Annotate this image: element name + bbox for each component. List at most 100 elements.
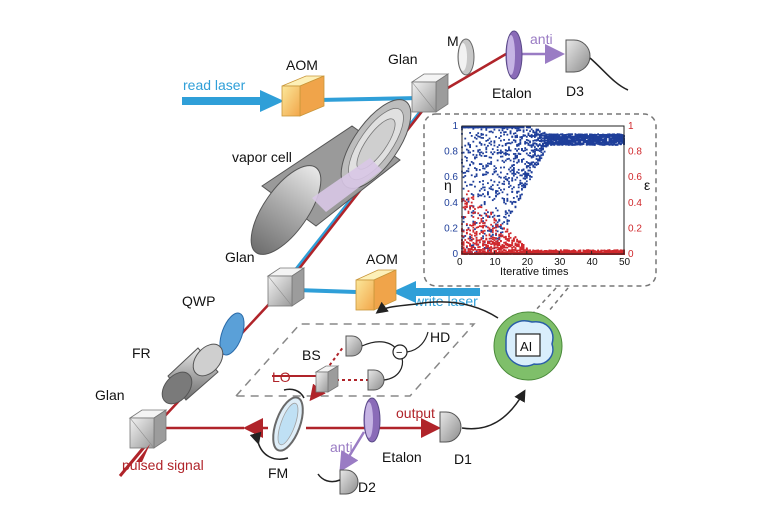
- eta-point: [579, 140, 582, 143]
- eta-point: [499, 189, 502, 191]
- eta-point: [519, 141, 522, 144]
- eta-point: [551, 140, 554, 142]
- eta-point: [475, 250, 478, 253]
- eta-point: [495, 190, 497, 193]
- eta-point: [504, 178, 507, 180]
- epsilon-point: [551, 250, 554, 253]
- eta-point: [535, 134, 538, 137]
- eta-point: [535, 161, 538, 164]
- eta-point: [522, 158, 525, 160]
- eta-point: [504, 153, 507, 155]
- eta-point: [512, 160, 515, 163]
- eta-point: [487, 211, 489, 214]
- eta-point: [610, 135, 612, 137]
- epsilon-point: [511, 251, 514, 254]
- eta-point: [542, 147, 544, 150]
- eta-point: [597, 140, 599, 142]
- eta-point: [482, 237, 484, 240]
- eta-point: [559, 133, 562, 136]
- glan-bottom: [128, 409, 168, 449]
- eta-point: [511, 127, 514, 130]
- eta-point: [501, 191, 504, 194]
- epsilon-point: [496, 251, 499, 254]
- eta-point: [611, 141, 614, 144]
- eta-point: [621, 135, 624, 138]
- eta-point: [534, 150, 536, 153]
- eta-point: [585, 143, 588, 146]
- eta-point: [558, 143, 561, 146]
- eta-point: [574, 134, 577, 137]
- eta-point: [508, 209, 510, 212]
- epsilon-point: [509, 245, 512, 248]
- epsilon-point: [478, 206, 481, 208]
- epsilon-point: [563, 249, 565, 252]
- epsilon-point: [490, 213, 493, 216]
- epsilon-point: [499, 245, 502, 248]
- inset-frame: [423, 113, 657, 313]
- eta-point: [498, 187, 501, 190]
- lo-label: LO: [272, 369, 291, 385]
- epsilon-point: [496, 225, 499, 228]
- eta-point: [540, 149, 543, 152]
- eta-point: [592, 142, 595, 145]
- epsilon-point: [559, 250, 562, 253]
- eta-point: [462, 171, 465, 174]
- eta-point: [499, 151, 502, 154]
- epsilon-point: [585, 249, 588, 252]
- eta-point: [568, 134, 570, 137]
- eta-point: [475, 168, 478, 170]
- eta-point: [509, 212, 512, 215]
- epsilon-point: [465, 229, 468, 232]
- epsilon-point: [508, 252, 510, 254]
- eta-point: [514, 156, 517, 159]
- epsilon-point: [508, 235, 510, 238]
- eta-point: [474, 136, 476, 139]
- eta-point: [512, 171, 515, 174]
- eta-point: [534, 139, 536, 142]
- epsilon-point: [467, 228, 470, 231]
- eta-point: [506, 193, 509, 196]
- epsilon-point: [495, 242, 497, 245]
- epsilon-point: [516, 252, 518, 254]
- eta-point: [535, 139, 538, 142]
- eta-point: [537, 133, 540, 136]
- eta-point: [478, 126, 481, 129]
- epsilon-point: [514, 243, 517, 246]
- epsilon-point: [470, 201, 473, 204]
- eta-point: [511, 202, 514, 205]
- epsilon-point: [472, 238, 475, 240]
- epsilon-point: [469, 250, 471, 252]
- epsilon-point: [475, 242, 478, 244]
- epsilon-point: [499, 251, 502, 254]
- epsilon-point: [529, 251, 531, 254]
- eta-point: [610, 138, 612, 141]
- epsilon-point: [621, 251, 624, 254]
- eta-point: [465, 148, 468, 151]
- eta-point: [619, 133, 622, 136]
- epsilon-point: [503, 227, 506, 230]
- eta-point: [503, 180, 506, 183]
- eta-point: [538, 140, 541, 142]
- eta-point: [535, 147, 538, 150]
- eta-point: [499, 139, 502, 142]
- eta-point: [597, 141, 599, 144]
- epsilon-point: [467, 210, 470, 213]
- eta-point: [542, 152, 544, 155]
- eta-point: [535, 149, 538, 151]
- eta-point: [580, 139, 583, 142]
- eta-point: [508, 149, 510, 152]
- eta-point: [605, 137, 608, 140]
- eta-point: [499, 227, 502, 229]
- epsilon-point: [491, 236, 494, 239]
- eta-point: [600, 135, 603, 138]
- eta-point: [543, 150, 546, 153]
- eta-point: [525, 183, 528, 186]
- eta-point: [529, 130, 531, 133]
- eta-point: [488, 249, 491, 252]
- eta-point: [464, 155, 467, 158]
- epsilon-point: [470, 196, 473, 199]
- epsilon-point: [504, 241, 507, 244]
- eta-point: [506, 212, 509, 215]
- y-right-tick-label: 0.6: [628, 172, 642, 183]
- eta-point: [475, 137, 478, 140]
